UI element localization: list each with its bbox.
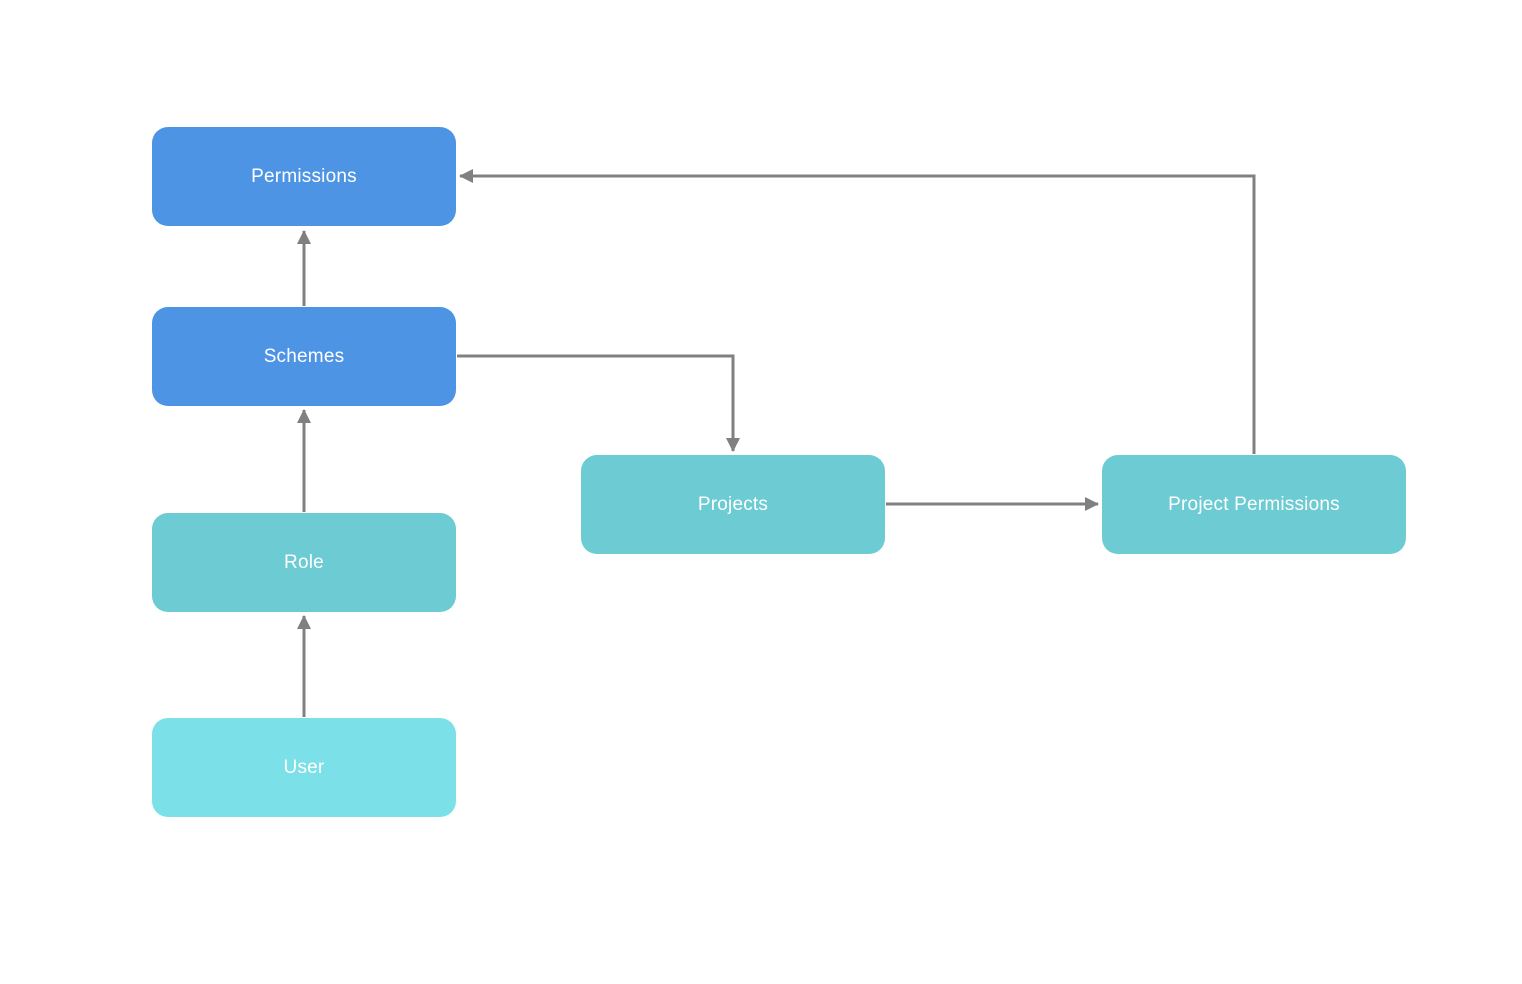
edge-schemes-to-projects[interactable] — [457, 354, 740, 452]
node-role[interactable]: Role — [152, 513, 456, 612]
node-label-projects: Projects — [697, 493, 769, 515]
edge-project-permissions-to-permissions[interactable] — [459, 169, 1256, 454]
node-permissions[interactable]: Permissions — [152, 127, 456, 226]
edges-group — [297, 169, 1256, 717]
node-projects[interactable]: Projects — [581, 455, 885, 554]
node-schemes[interactable]: Schemes — [152, 307, 456, 406]
node-label-schemes: Schemes — [263, 345, 345, 367]
node-user[interactable]: User — [152, 718, 456, 817]
node-label-user: User — [283, 756, 325, 778]
node-project-permissions[interactable]: Project Permissions — [1102, 455, 1406, 554]
node-label-project-permissions: Project Permissions — [1168, 493, 1340, 515]
node-label-permissions: Permissions — [251, 165, 357, 187]
node-label-role: Role — [284, 551, 324, 573]
